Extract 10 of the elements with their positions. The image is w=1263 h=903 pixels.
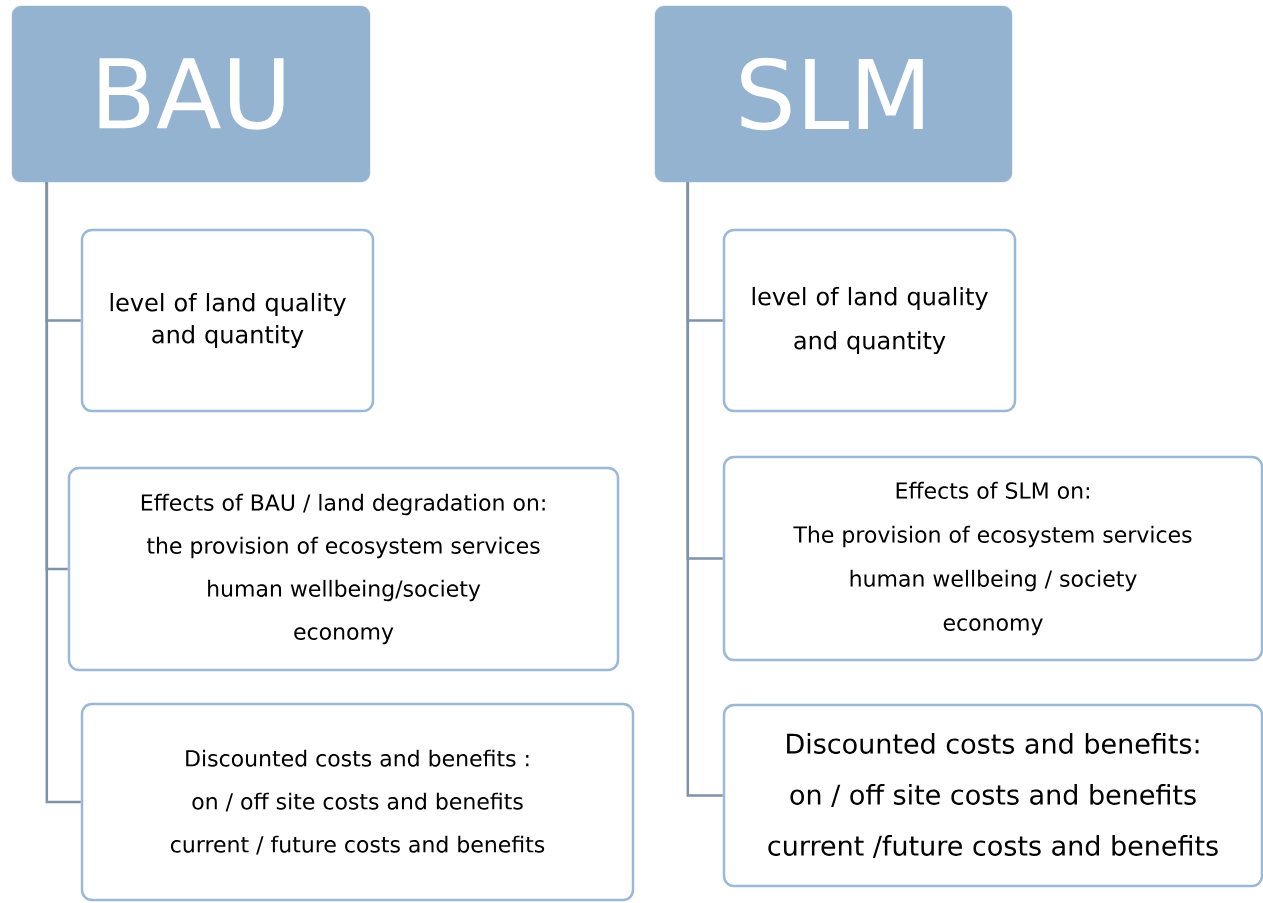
connector-line — [686, 182, 723, 797]
text-box: Discounted costs and benefits : on / off site costs and benefits current / future costs and benefits — [80, 702, 635, 902]
text-box: Effects of BAU / land degradation on: the provision of ecosystem services human wellbeing/society economy — [67, 466, 620, 672]
text-box: level of land quality and quantity — [722, 228, 1017, 413]
header-box: BAU — [11, 5, 371, 183]
header-box: SLM — [654, 5, 1013, 183]
text-box: Discounted costs and benefits: on / off site costs and benefits current /future costs and benefits — [722, 703, 1263, 888]
text-box: level of land quality and quantity — [80, 228, 375, 413]
connector-line — [45, 182, 81, 804]
text-box: Effects of SLM on: The provision of ecosystem services human wellbeing / society economy — [722, 455, 1263, 662]
